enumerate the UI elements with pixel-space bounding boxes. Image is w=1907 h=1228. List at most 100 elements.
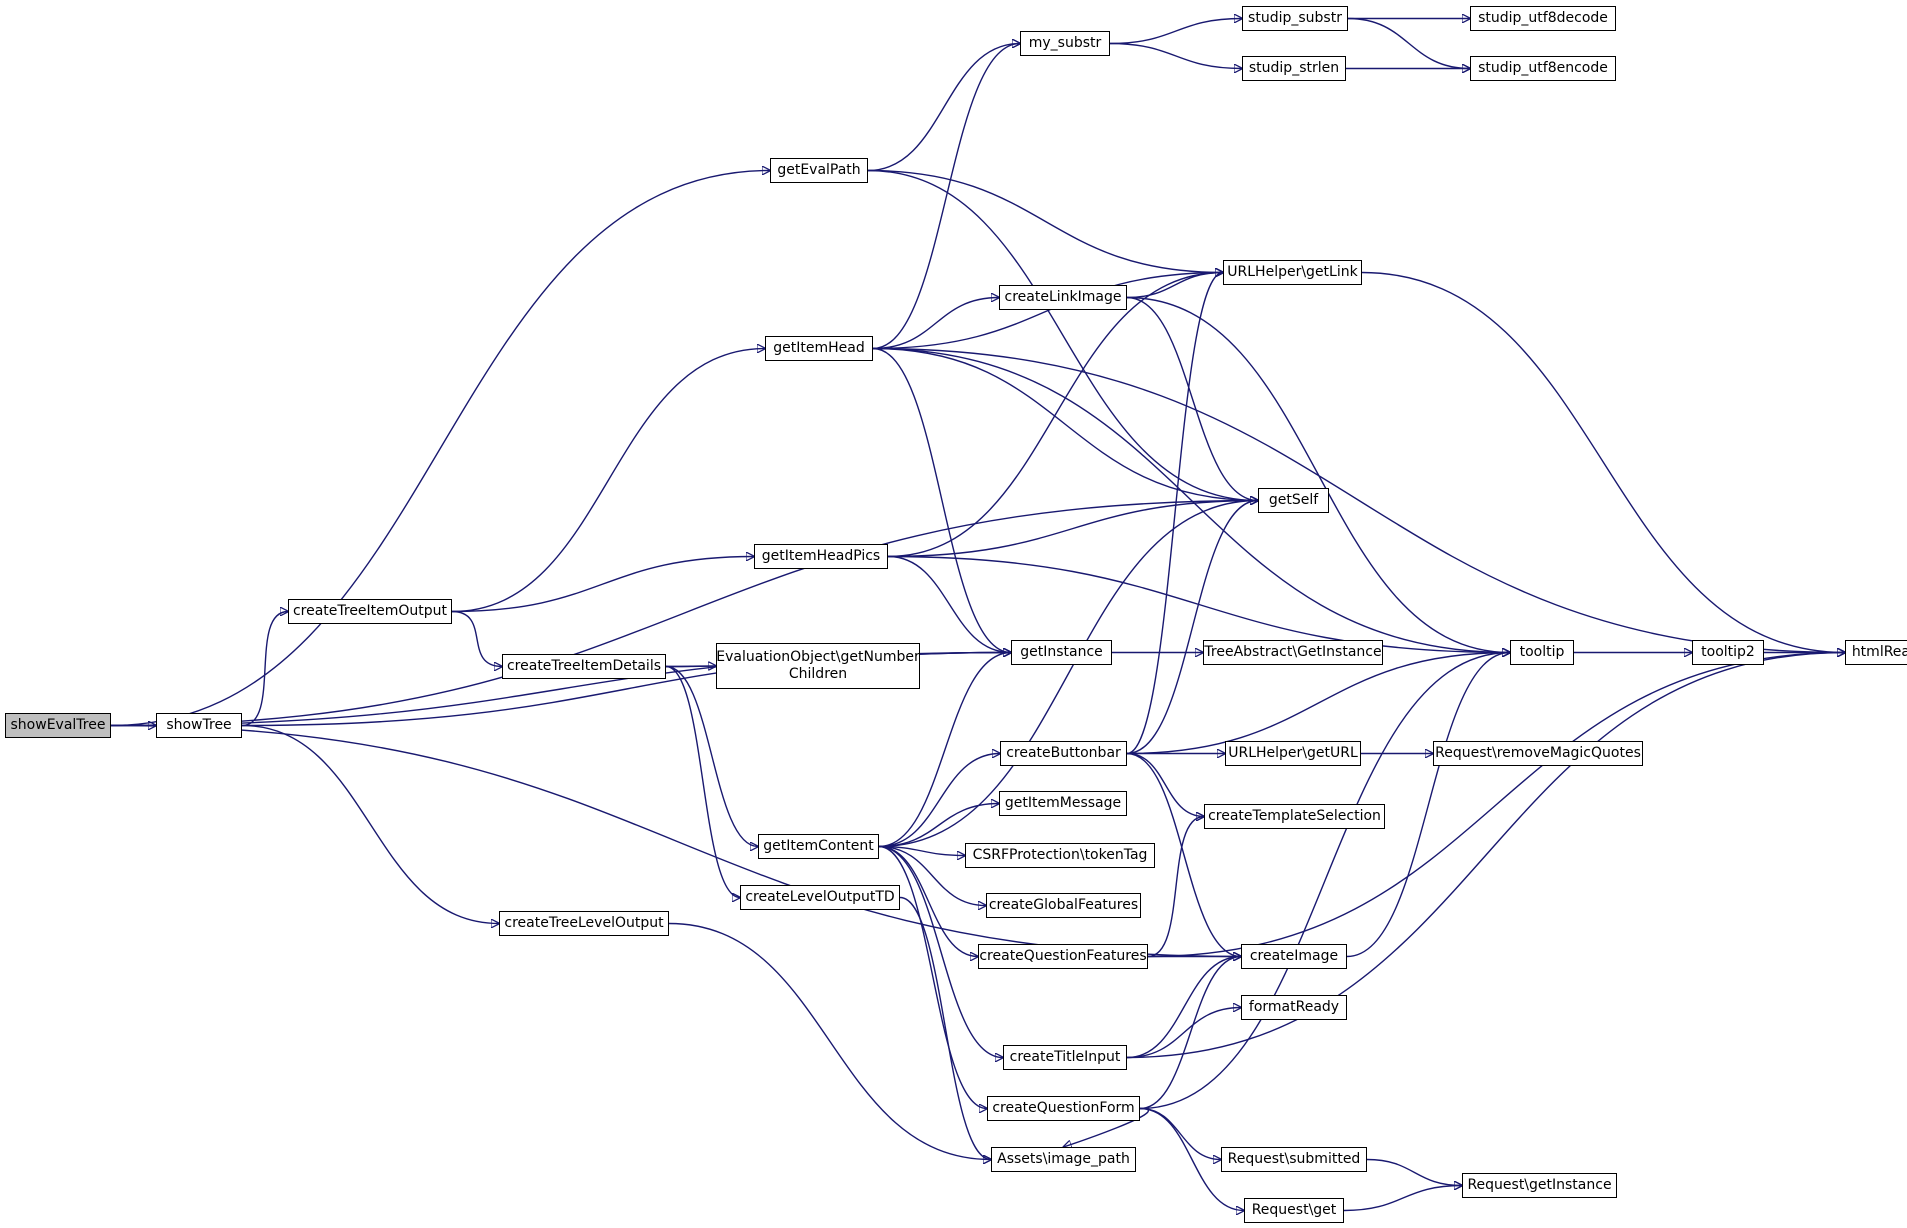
edge-get-item-head-pics-to-get-instance — [887, 555, 1011, 653]
node-tooltip[interactable]: tooltip — [1510, 640, 1574, 665]
node-urlhelper-get-url[interactable]: URLHelper\getURL — [1225, 741, 1361, 766]
node-request-get[interactable]: Request\get — [1244, 1198, 1344, 1223]
edge-get-eval-path-to-get-self — [867, 169, 1258, 501]
edge-get-item-content-to-create-global-features — [878, 845, 986, 906]
edge-show-tree-to-create-tree-level-output — [241, 724, 499, 924]
edge-create-buttonbar-to-get-self — [1126, 501, 1258, 755]
edge-create-tree-item-output-to-create-tree-item-details — [451, 610, 502, 667]
node-get-eval-path[interactable]: getEvalPath — [770, 158, 868, 183]
edge-request-get-to-request-get-instance — [1343, 1186, 1462, 1212]
node-request-submitted[interactable]: Request\submitted — [1221, 1147, 1367, 1172]
edge-studip-substr-to-studip-utf8encode — [1347, 17, 1470, 69]
node-studip-substr[interactable]: studip_substr — [1242, 6, 1348, 31]
node-get-item-content[interactable]: getItemContent — [758, 834, 879, 859]
edge-get-eval-path-to-urlhelper-get-link — [867, 169, 1223, 273]
node-create-global-features[interactable]: createGlobalFeatures — [986, 893, 1141, 918]
edge-get-item-head-to-urlhelper-get-link — [872, 273, 1223, 350]
edge-create-question-form-to-assets-image-path — [1064, 1107, 1150, 1148]
node-show-eval-tree[interactable]: showEvalTree — [5, 713, 111, 738]
edge-create-question-form-to-request-get — [1139, 1107, 1244, 1211]
node-studip-utf8encode[interactable]: studip_utf8encode — [1470, 56, 1616, 81]
edge-get-item-head-to-tooltip — [872, 347, 1510, 653]
node-create-tree-level-output[interactable]: createTreeLevelOutput — [499, 911, 669, 936]
node-request-remove-magic-quotes[interactable]: Request\removeMagicQuotes — [1433, 741, 1643, 766]
node-html-ready[interactable]: htmlReady — [1845, 640, 1907, 665]
edge-get-item-content-to-create-question-form — [878, 845, 987, 1109]
node-create-buttonbar[interactable]: createButtonbar — [1000, 741, 1127, 766]
edge-show-eval-tree-to-get-self — [110, 501, 1258, 727]
node-create-tree-item-details[interactable]: createTreeItemDetails — [502, 654, 666, 679]
node-tree-abstract-get-instance[interactable]: TreeAbstract\GetInstance — [1203, 640, 1383, 665]
node-show-tree[interactable]: showTree — [156, 713, 242, 738]
edge-get-item-content-to-get-instance — [878, 653, 1011, 848]
node-create-title-input[interactable]: createTitleInput — [1003, 1045, 1127, 1070]
edge-my-substr-to-studip-strlen — [1109, 42, 1242, 69]
node-csrfprotection-token-tag[interactable]: CSRFProtection\tokenTag — [965, 843, 1155, 868]
edge-create-level-output-td-to-assets-image-path — [899, 896, 991, 1160]
edge-get-item-head-pics-to-urlhelper-get-link — [887, 273, 1223, 558]
edge-create-tree-item-output-to-get-item-head — [451, 349, 765, 613]
edge-request-submitted-to-request-get-instance — [1366, 1158, 1462, 1186]
edge-create-question-features-to-html-ready — [1147, 653, 1845, 958]
node-request-get-instance[interactable]: Request\getInstance — [1462, 1173, 1617, 1198]
edge-create-buttonbar-to-tooltip — [1126, 653, 1510, 755]
node-create-template-selection[interactable]: createTemplateSelection — [1204, 804, 1385, 829]
edge-create-tree-item-details-to-get-item-content — [665, 665, 758, 847]
node-format-ready[interactable]: formatReady — [1241, 995, 1347, 1020]
edge-get-item-head-to-html-ready — [872, 347, 1845, 653]
edge-create-buttonbar-to-create-image — [1126, 752, 1241, 957]
node-create-level-output-td[interactable]: createLevelOutputTD — [740, 885, 900, 910]
node-studip-utf8decode[interactable]: studip_utf8decode — [1470, 6, 1616, 31]
edge-get-item-content-to-get-self — [878, 501, 1258, 848]
edge-create-image-to-tooltip — [1346, 653, 1510, 958]
node-create-question-features[interactable]: createQuestionFeatures — [978, 944, 1148, 969]
edge-create-tree-level-output-to-assets-image-path — [668, 922, 991, 1160]
edge-get-item-content-to-create-title-input — [878, 845, 1003, 1058]
edge-create-tree-item-details-to-evaluation-object-get-number-children — [665, 666, 716, 667]
node-urlhelper-get-link[interactable]: URLHelper\getLink — [1223, 260, 1362, 285]
edge-create-question-form-to-tooltip — [1139, 653, 1510, 1110]
edge-show-eval-tree-to-create-image — [110, 724, 1241, 957]
edge-get-item-head-to-create-link-image — [872, 298, 999, 350]
edge-show-eval-tree-to-get-eval-path — [110, 171, 770, 727]
edge-get-item-head-to-get-instance — [872, 347, 1011, 653]
edge-create-link-image-to-get-self — [1126, 296, 1258, 501]
edge-create-buttonbar-to-urlhelper-get-link — [1126, 273, 1223, 755]
edge-get-eval-path-to-my-substr — [867, 44, 1020, 172]
node-get-item-head-pics[interactable]: getItemHeadPics — [754, 544, 888, 569]
edge-get-item-head-pics-to-get-self — [887, 501, 1258, 558]
edge-create-tree-item-output-to-get-item-head-pics — [451, 557, 754, 613]
edge-urlhelper-get-link-to-html-ready — [1361, 271, 1845, 653]
edge-create-question-form-to-request-submitted — [1139, 1107, 1221, 1160]
edge-create-title-input-to-format-ready — [1126, 1008, 1241, 1059]
node-create-question-form[interactable]: createQuestionForm — [987, 1096, 1140, 1121]
edge-get-item-content-to-get-item-message — [878, 804, 999, 848]
edge-create-title-input-to-html-ready — [1126, 653, 1845, 1059]
node-studip-strlen[interactable]: studip_strlen — [1242, 56, 1346, 81]
node-tooltip2[interactable]: tooltip2 — [1692, 640, 1764, 665]
node-get-item-message[interactable]: getItemMessage — [999, 791, 1127, 816]
edge-create-question-form-to-create-image — [1139, 957, 1241, 1110]
node-get-instance[interactable]: getInstance — [1011, 640, 1112, 665]
edge-create-tree-item-details-to-create-level-output-td — [665, 665, 740, 898]
edge-create-link-image-to-urlhelper-get-link — [1126, 273, 1223, 299]
node-create-image[interactable]: createImage — [1241, 944, 1347, 969]
edge-get-item-content-to-create-buttonbar — [878, 754, 1000, 848]
edge-create-question-features-to-create-template-selection — [1147, 817, 1204, 958]
node-get-self[interactable]: getSelf — [1258, 488, 1329, 513]
node-create-tree-item-output[interactable]: createTreeItemOutput — [288, 599, 452, 624]
edge-create-title-input-to-create-image — [1126, 957, 1241, 1059]
edge-get-item-content-to-csrfprotection-token-tag — [878, 845, 965, 856]
node-assets-image-path[interactable]: Assets\image_path — [991, 1147, 1136, 1172]
edge-my-substr-to-studip-substr — [1109, 19, 1242, 45]
node-my-substr[interactable]: my_substr — [1020, 31, 1110, 56]
node-get-item-head[interactable]: getItemHead — [765, 336, 873, 361]
edge-create-buttonbar-to-create-template-selection — [1126, 752, 1204, 817]
node-evaluation-object-get-number-children[interactable]: EvaluationObject\getNumber Children — [716, 643, 920, 689]
node-create-link-image[interactable]: createLinkImage — [999, 285, 1127, 310]
edge-get-item-head-to-my-substr — [872, 44, 1020, 350]
edge-get-item-head-to-get-self — [872, 347, 1258, 501]
edge-show-tree-to-create-tree-item-output — [241, 612, 288, 727]
